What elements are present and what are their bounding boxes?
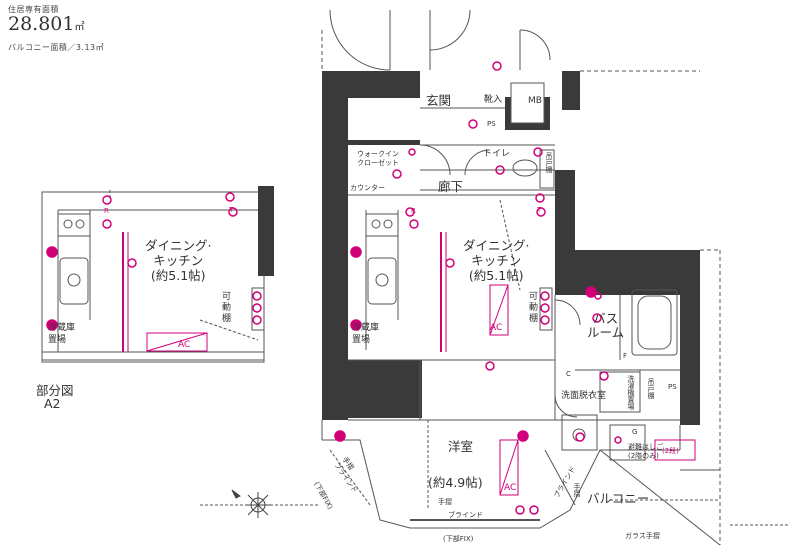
genkan-label: 玄関	[426, 93, 452, 108]
washer-label: 洗濯機置場	[627, 375, 635, 410]
counter-label: カウンター	[350, 184, 385, 192]
ps-top-label: PS	[487, 120, 496, 128]
blind-bottom: ブラインド	[448, 511, 483, 519]
mark-t: T	[537, 206, 542, 214]
fridge-label: 冷蔵庫 置場	[352, 323, 380, 345]
glass-rail-label: ガラス手摺	[625, 532, 660, 540]
mark-f: F	[623, 352, 628, 360]
area-value: 28.801㎡	[8, 13, 84, 35]
corridor-label: 廊下	[438, 179, 464, 194]
main-plan	[200, 9, 790, 546]
partial-shelf-label: 可 動 棚	[222, 292, 232, 324]
area-label: 住居専有面積	[8, 5, 59, 14]
compass-icon	[231, 489, 271, 518]
area-unit: ㎡	[74, 22, 85, 33]
mark-g: G	[632, 428, 638, 436]
shoe-storage-label: 靴入	[484, 95, 503, 105]
western-room-label: 洋室	[448, 439, 474, 454]
mark-r: R	[411, 207, 416, 215]
bathroom-label: バス ルーム	[587, 311, 625, 340]
washroom-label: 洗面脱衣室	[561, 391, 607, 401]
area-number: 28.801	[8, 13, 75, 35]
shelf-label: 可 動 棚	[529, 292, 539, 324]
partial-dining-label: ダイニング· キッチン (約5.1帖)	[145, 238, 212, 283]
ac-dk-label: AC	[490, 323, 503, 333]
ac-room-label: AC	[504, 483, 517, 493]
mark-c: C	[566, 370, 571, 378]
hanging-shelf-label: 吊戸棚	[647, 378, 655, 399]
balcony-area: バルコニー面積／3.13㎡	[8, 43, 105, 52]
walkin-closet-label: ウォークイン クローゼット	[357, 150, 399, 167]
two-step-label: (2段)	[662, 447, 679, 455]
toilet-shelf-label: 吊戸棚	[545, 152, 553, 173]
ps-side-label: PS	[668, 383, 677, 391]
dining-kitchen-label: ダイニング· キッチン (約5.1帖)	[463, 238, 530, 283]
lower-fix-bottom: (下部FIX)	[443, 535, 474, 543]
balcony-label: バルコニー	[587, 491, 650, 506]
handrail-right: 手摺	[573, 483, 581, 497]
partial-view-a2	[41, 186, 274, 363]
partial-fridge-label: 冷蔵庫 置場	[48, 323, 76, 345]
partial-mark-t: T	[229, 206, 234, 214]
toilet-label: トイレ	[483, 149, 511, 159]
mb-label: MB	[528, 96, 542, 106]
partial-caption: 部分図	[36, 383, 74, 398]
western-room-size: (約4.9帖)	[428, 475, 483, 490]
ladder-note: 避難はしご (2階のみ)	[628, 443, 663, 460]
partial-code: A2	[44, 396, 61, 411]
handrail-bottom: 手摺	[438, 498, 452, 506]
partial-mark-r: R	[104, 207, 109, 215]
electrical-symbols	[46, 61, 622, 515]
partial-ac-label: AC	[178, 340, 191, 350]
